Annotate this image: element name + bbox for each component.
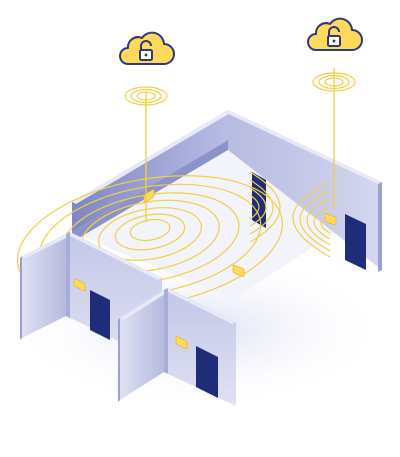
right-wall-end (378, 182, 382, 272)
door (345, 214, 366, 270)
left-room-side-wall (20, 256, 22, 340)
door (90, 290, 110, 340)
wall-edge (66, 232, 70, 318)
door (196, 346, 218, 398)
wall-top-edge (66, 232, 162, 280)
wall-top-edge (120, 290, 168, 320)
cloud-lock-icon (119, 31, 175, 65)
wall-edge (118, 318, 120, 402)
access-reader-icon (73, 278, 86, 292)
wall-top-edge (226, 110, 382, 184)
back-right-wall (228, 110, 382, 270)
access-reader-icon (324, 213, 337, 226)
access-reader-icon (232, 264, 245, 277)
back-left-wall-face (72, 110, 228, 232)
wall-top-edge (22, 234, 70, 258)
broadcast-rings (124, 72, 356, 106)
wall-top-edge (164, 288, 236, 324)
left-room-side-wall-face (22, 234, 66, 338)
wall-edge (164, 288, 168, 374)
wall-top-edge (72, 110, 232, 204)
main-room (72, 110, 382, 300)
cloud-lock-icon (307, 17, 363, 51)
front-room-side-wall (120, 290, 164, 400)
access-reader-icon (175, 335, 188, 350)
